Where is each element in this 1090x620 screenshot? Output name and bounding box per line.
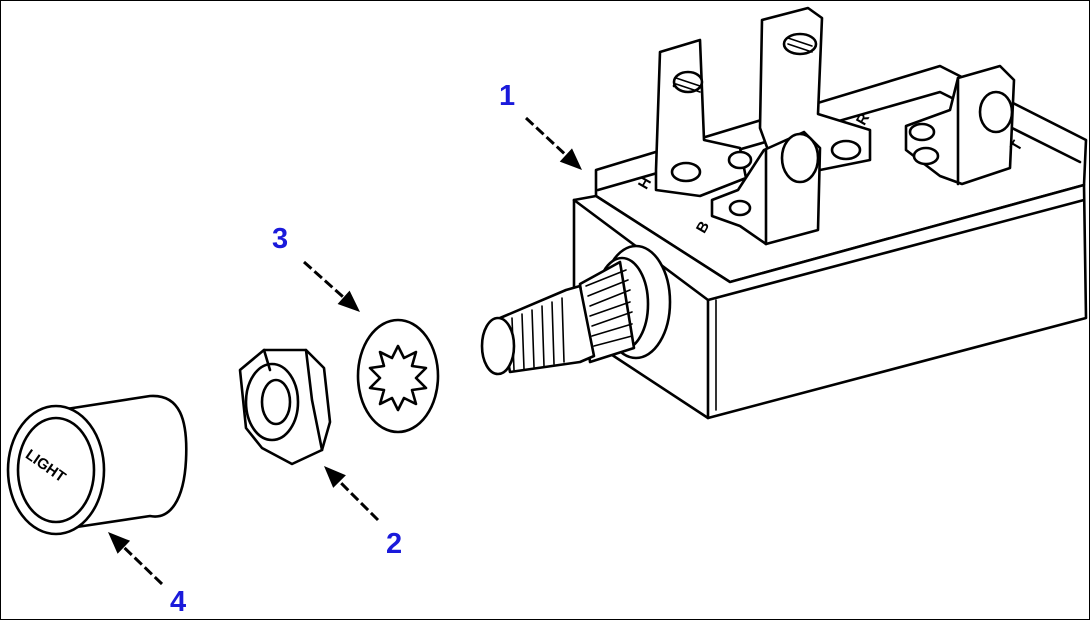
- callout-1-label: 1: [499, 80, 516, 112]
- leader-arrow-3: [303, 260, 360, 312]
- callout-4-label: 4: [170, 586, 187, 618]
- terminal-b: [710, 130, 822, 246]
- callout-3-label: 3: [272, 223, 289, 255]
- callout-4: 4: [170, 588, 186, 617]
- callout-3: 3: [272, 225, 288, 254]
- leader-arrow-2: [324, 466, 380, 522]
- callout-2: 2: [386, 530, 402, 559]
- lock-washer: [356, 318, 440, 434]
- leader-arrow-4: [108, 532, 164, 586]
- threaded-bushing: [480, 244, 672, 376]
- hex-nut: [238, 348, 332, 466]
- terminal-t: [904, 64, 1016, 186]
- callout-1: 1: [499, 82, 515, 111]
- terminal-h: [654, 38, 753, 198]
- leader-arrow-1: [524, 116, 582, 170]
- callout-2-label: 2: [386, 528, 403, 560]
- knob: LIGHT: [6, 394, 188, 536]
